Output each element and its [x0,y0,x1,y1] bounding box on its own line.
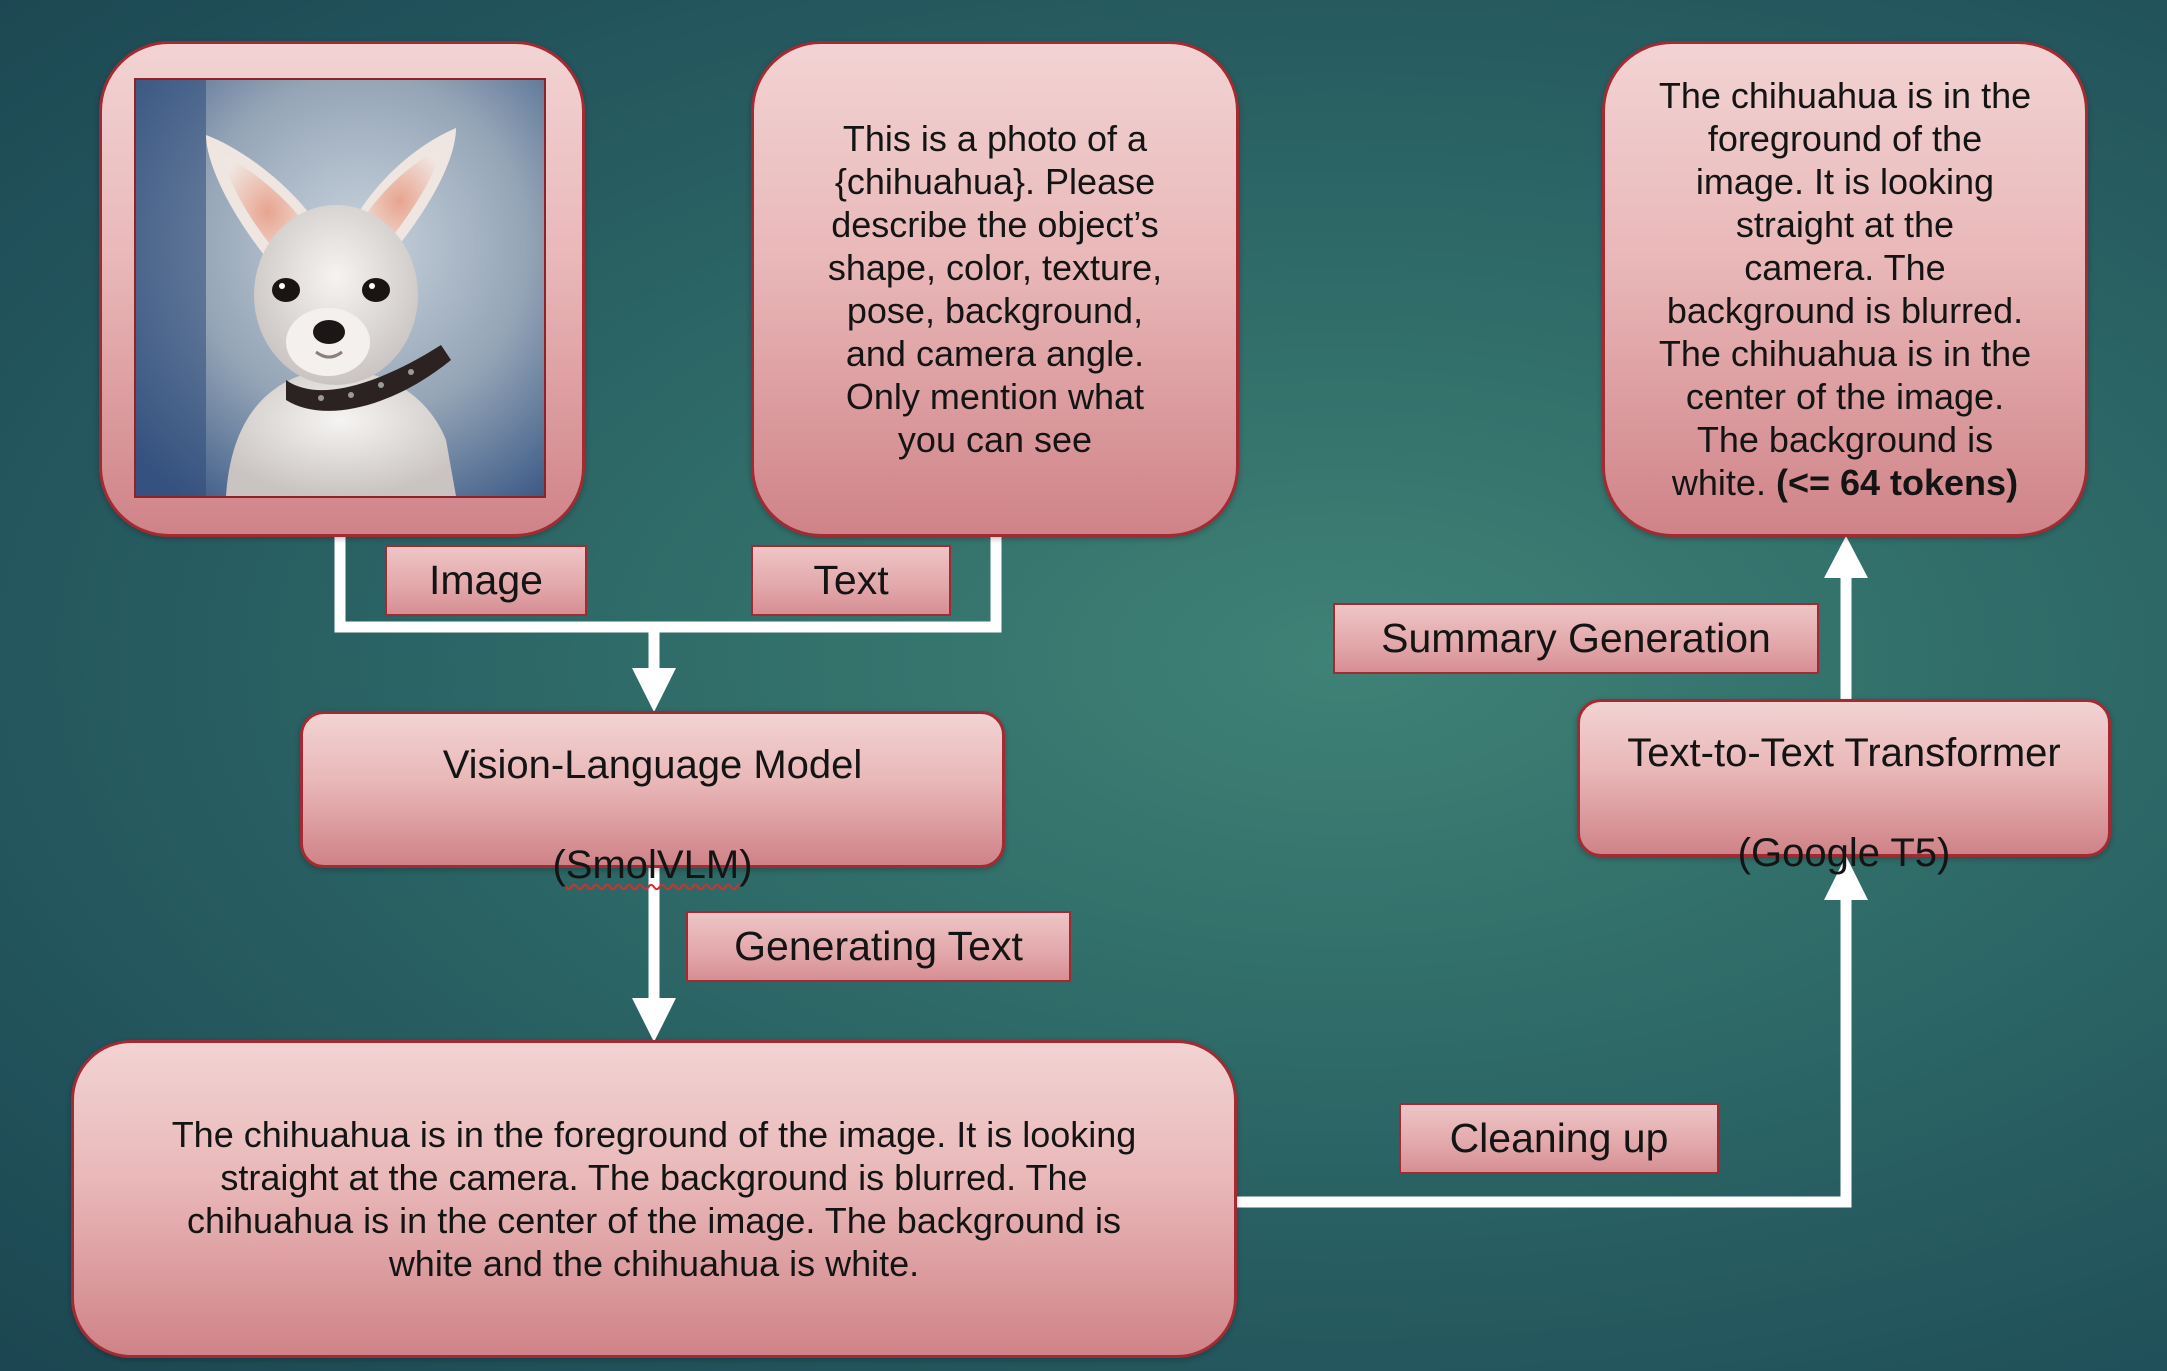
image-to-merge-connector [334,536,1002,633]
generated-text-content: The chihuahua is in the foreground of th… [171,1114,1137,1284]
generated-text-node: The chihuahua is in the foreground of th… [71,1040,1237,1358]
token-limit-note: (<= 64 tokens) [1775,462,2019,503]
t5-to-summary-arrowhead [1824,536,1868,578]
generated-to-t5-arrowhead [1824,856,1868,900]
vlm-to-generated-arrowhead [632,998,676,1042]
t5-model-name: (Google T5) [1737,831,1951,875]
generated-to-t5-connector [1236,898,1852,1208]
vision-language-model-node: Vision-Language Model (SmolVLM) [300,711,1005,887]
summary-content: The chihuahua is in the foreground of th… [1619,74,2071,504]
summary-text: The chihuahua is in the foreground of th… [1658,75,2032,503]
image-input-node [99,41,585,537]
vlm-paren-close: ) [739,842,753,887]
image-label: Image [385,545,587,616]
vlm-title: Vision-Language Model [442,742,863,787]
generating-text-label: Generating Text [686,911,1071,982]
text-label: Text [751,545,951,616]
vlm-paren-open: ( [552,842,566,887]
text-to-text-transformer-node: Text-to-Text Transformer (Google T5) [1577,699,2111,875]
chihuahua-photo [134,78,546,498]
vlm-model-name: SmolVLM [565,842,740,887]
t5-title: Text-to-Text Transformer [1627,731,2061,775]
text-prompt-content: This is a photo of a {chihuahua}. Please… [827,118,1163,460]
text-prompt-node: This is a photo of a {chihuahua}. Please… [751,41,1239,537]
merge-to-vlm-arrowhead [632,668,676,712]
vlm-content: Vision-Language Model (SmolVLM) [403,690,903,890]
cleaning-up-label: Cleaning up [1399,1103,1719,1174]
summary-generation-label: Summary Generation [1333,603,1819,674]
t5-content: Text-to-Text Transformer (Google T5) [1587,678,2100,878]
summary-output-node: The chihuahua is in the foreground of th… [1602,41,2088,537]
chihuahua-illustration [136,80,544,496]
